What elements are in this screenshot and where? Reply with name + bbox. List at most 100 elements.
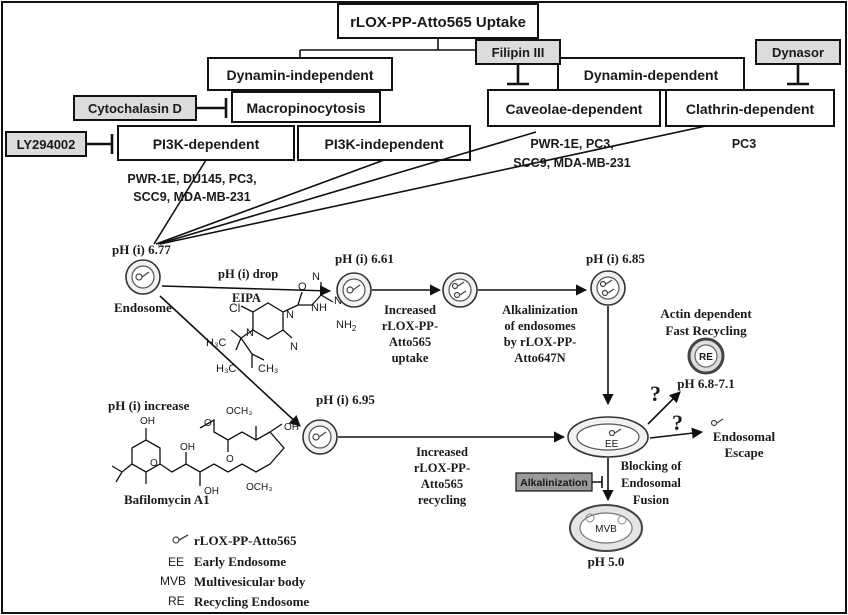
legend-probe: rLOX-PP-Atto565 (194, 533, 297, 548)
legend: rLOX-PP-Atto565 EE Early Endosome MVB Mu… (160, 533, 309, 609)
svg-text:Dynamin-independent: Dynamin-independent (226, 67, 373, 83)
svg-text:OH: OH (204, 486, 219, 497)
svg-text:Blocking of: Blocking of (621, 459, 683, 473)
svg-text:CH₃: CH₃ (258, 363, 278, 375)
svg-text:Escape: Escape (725, 445, 764, 460)
endosome-vesicle (125, 259, 161, 295)
svg-text:NH2: NH2 (336, 319, 357, 333)
svg-text:H₃C: H₃C (206, 337, 226, 349)
svg-text:Increased: Increased (384, 303, 436, 317)
svg-text:PWR-1E, PC3,: PWR-1E, PC3, (530, 137, 613, 151)
svg-text:Macropinocytosis: Macropinocytosis (246, 100, 365, 116)
inhibitor-cytochalasin: Cytochalasin D (73, 95, 228, 121)
box-dynamin-independent: Dynamin-independent (207, 57, 393, 91)
svg-text:rLOX-PP-: rLOX-PP- (414, 461, 470, 475)
ph-endosome: pH (i) 6.77 (112, 242, 171, 257)
converge-line-3 (157, 131, 537, 245)
legend-ee: Early Endosome (194, 554, 286, 569)
svg-text:of endosomes: of endosomes (504, 319, 575, 333)
arrow-ee-to-re (647, 391, 681, 425)
arrow-ph-drop (161, 285, 332, 297)
svg-text:LY294002: LY294002 (17, 137, 76, 152)
svg-text:pH (i) drop: pH (i) drop (218, 267, 278, 281)
uptake-vesicle (442, 272, 478, 308)
legend-mvb-abbr: MVB (160, 574, 186, 588)
eipa-label: EIPA (232, 291, 261, 305)
svg-text:Dynamin-dependent: Dynamin-dependent (584, 67, 719, 83)
inhibitor-filipin: Filipin III (475, 39, 561, 86)
drop-vesicle (336, 272, 372, 308)
svg-text:Fusion: Fusion (633, 493, 669, 507)
escape-probe (710, 418, 724, 427)
recycling-endosome: RE (687, 337, 725, 375)
cells-caveolae: PWR-1E, PC3, SCC9, MDA-MB-231 (513, 137, 630, 170)
ph-recycling: pH 6.8-7.1 (677, 376, 734, 391)
legend-probe-icon (172, 534, 189, 544)
svg-text:N: N (312, 271, 320, 283)
svg-text:O: O (298, 281, 307, 293)
title-text: rLOX-PP-Atto565 Uptake (350, 14, 526, 31)
svg-text:EE: EE (605, 439, 619, 450)
multivesicular-body: MVB (569, 504, 643, 552)
svg-text:O: O (204, 418, 212, 429)
question-recycling: ? (650, 381, 661, 406)
svg-text:PWR-1E, DU145, PC3,: PWR-1E, DU145, PC3, (127, 172, 256, 186)
alkal-text: Alkalinization of endosomes by rLOX-PP- … (502, 303, 578, 365)
box-caveolae-dependent: Caveolae-dependent (487, 89, 661, 127)
svg-text:RE: RE (699, 352, 713, 363)
svg-text:N: N (246, 327, 254, 339)
svg-text:by rLOX-PP-: by rLOX-PP- (504, 335, 577, 349)
early-endosome: EE (567, 416, 649, 458)
svg-text:Clathrin-dependent: Clathrin-dependent (686, 101, 815, 117)
svg-text:Filipin III: Filipin III (492, 45, 545, 60)
svg-text:OCH₃: OCH₃ (226, 406, 252, 417)
svg-text:Alkalinization: Alkalinization (520, 477, 588, 489)
inhibitor-dynasor: Dynasor (755, 39, 841, 86)
svg-text:Cl: Cl (229, 301, 240, 315)
converge-line-4 (159, 125, 707, 245)
svg-text:OH: OH (180, 442, 195, 453)
bafilomycin-structure: OH O O OCH₃ OH OH O OCH₃ OH (111, 406, 299, 497)
svg-text:Cytochalasin D: Cytochalasin D (88, 101, 182, 116)
ph-drop-vesicle: pH (i) 6.61 (335, 251, 394, 266)
svg-text:Dynasor: Dynasor (772, 45, 824, 60)
svg-text:O: O (150, 458, 158, 469)
svg-text:Endosomal: Endosomal (621, 476, 681, 490)
svg-text:recycling: recycling (418, 493, 467, 507)
blocking-text: Blocking of Endosomal Fusion (621, 459, 683, 507)
svg-text:H₃C: H₃C (216, 363, 236, 375)
ph-mvb: pH 5.0 (588, 554, 625, 569)
converge-line-1 (153, 159, 207, 245)
svg-text:Caveolae-dependent: Caveolae-dependent (506, 101, 643, 117)
box-pi3k-independent: PI3K-independent (297, 125, 471, 161)
svg-text:Endosomal: Endosomal (713, 429, 776, 444)
box-pi3k-dependent: PI3K-dependent (117, 125, 295, 161)
bafilomycin-label: Bafilomycin A1 (124, 492, 210, 507)
increase-vesicle (302, 419, 338, 455)
svg-text:rLOX-PP-: rLOX-PP- (382, 319, 438, 333)
converge-line-2 (155, 159, 385, 245)
svg-text:Atto647N: Atto647N (514, 351, 565, 365)
box-clathrin-dependent: Clathrin-dependent (665, 89, 835, 127)
svg-text:N: N (286, 309, 294, 321)
inhibitor-ly294002: LY294002 (5, 131, 114, 157)
arrow-ee-to-escape (649, 427, 704, 439)
escape-text: Endosomal Escape (713, 429, 776, 460)
svg-text:Atto565: Atto565 (421, 477, 463, 491)
recycling-text: Increased rLOX-PP- Atto565 recycling (414, 445, 470, 507)
alkal-vesicle (590, 270, 626, 306)
svg-text:Fast Recycling: Fast Recycling (665, 323, 747, 338)
svg-text:OH: OH (284, 422, 299, 433)
uptake-text: Increased rLOX-PP- Atto565 uptake (382, 303, 438, 365)
box-dynamin-dependent: Dynamin-dependent (557, 57, 745, 91)
legend-re-abbr: RE (168, 594, 185, 608)
legend-re: Recycling Endosome (194, 594, 309, 609)
cells-clathrin: PC3 (732, 137, 756, 151)
title-connector (299, 38, 561, 58)
ph-alkal-vesicle: pH (i) 6.85 (586, 251, 645, 266)
svg-text:OH: OH (140, 416, 155, 427)
svg-text:MVB: MVB (595, 524, 617, 535)
ph-increase-vesicle: pH (i) 6.95 (316, 392, 375, 407)
